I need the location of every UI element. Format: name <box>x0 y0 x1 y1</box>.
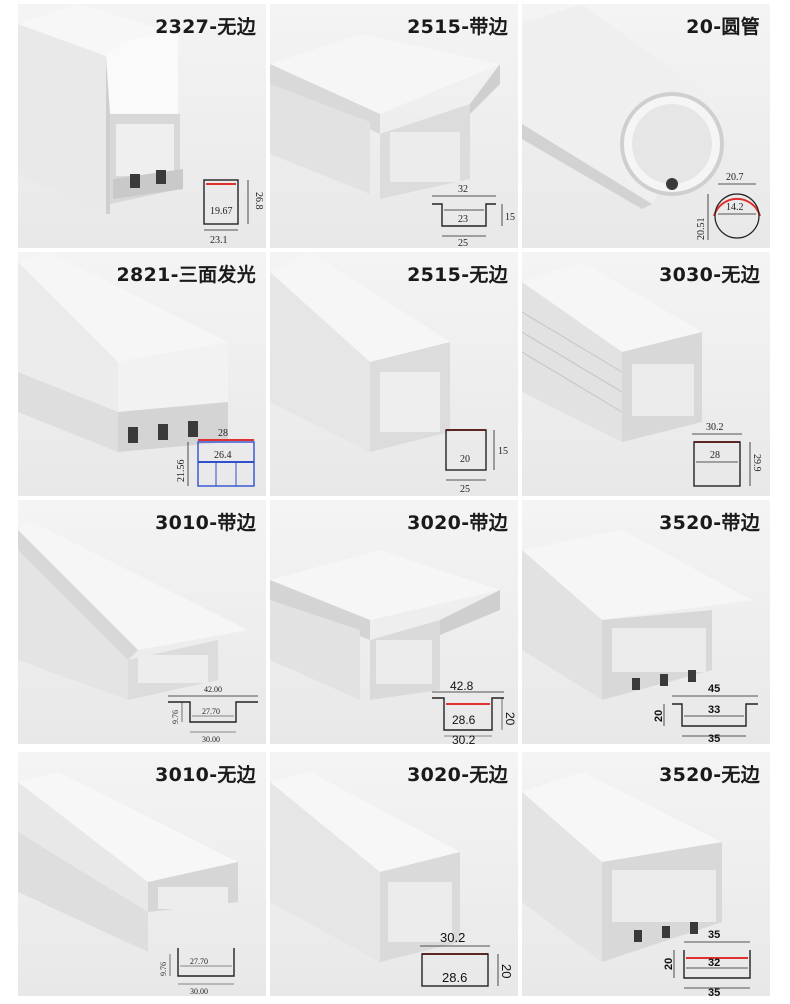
dim-height: 9.76 <box>171 710 180 724</box>
profile-render <box>270 772 460 962</box>
dim-outer-width: 30.00 <box>202 735 220 744</box>
dim-outer-width: 20.7 <box>726 172 744 183</box>
product-title: 2515-无边 <box>407 264 508 286</box>
dim-inner-width: 33 <box>708 704 720 716</box>
product-card-2821-three-sided[interactable]: 28 26.4 21.56 2821-三面发光 <box>18 252 266 496</box>
cross-section-diagram: 42.00 9.76 27.70 30.00 <box>168 685 258 744</box>
profile-render <box>522 4 724 209</box>
dim-height: 9.76 <box>159 962 168 976</box>
product-card-3020-with-edge[interactable]: 42.8 28.6 20 30.2 3020-带边 <box>270 500 518 744</box>
dim-height: 20 <box>653 710 665 722</box>
profile-render <box>522 262 702 442</box>
product-title: 3020-带边 <box>407 512 508 534</box>
product-card-2327-no-edge[interactable]: 19.67 26.8 23.1 2327-无边 <box>18 4 266 248</box>
dim-outer-width: 28 <box>218 428 228 439</box>
dim-inner-width: 28 <box>710 450 720 461</box>
product-card-3520-with-edge[interactable]: 45 20 33 35 3520-带边 <box>522 500 770 744</box>
cross-section-diagram: 20.7 14.2 20.51 <box>696 172 761 241</box>
dim-height: 20 <box>499 964 514 978</box>
dim-height: 20 <box>663 958 675 970</box>
dim-inner-width: 27.70 <box>190 957 208 966</box>
cross-section-diagram: 35 20 32 35 <box>663 929 751 996</box>
dim-height: 20.51 <box>696 218 707 241</box>
dim-height: 15 <box>498 446 508 457</box>
dim-height: 20 <box>503 712 517 726</box>
product-title: 2821-三面发光 <box>116 264 256 286</box>
dim-inner-width: 14.2 <box>726 202 744 213</box>
dim-outer-width-top: 35 <box>708 929 720 941</box>
dim-outer-width: 35 <box>708 987 720 996</box>
dim-inner-width: 26.4 <box>214 450 232 461</box>
product-title: 2327-无边 <box>155 16 256 38</box>
dim-outer-width: 25 <box>458 238 468 248</box>
product-title: 3030-无边 <box>659 264 760 286</box>
dim-height: 15 <box>505 212 515 223</box>
dim-inner-width: 23 <box>458 214 468 225</box>
dim-inner-width: 19.67 <box>210 206 233 217</box>
profile-render <box>522 772 722 962</box>
dim-inner-width: 28.6 <box>452 713 476 727</box>
dim-inner-width: 20 <box>460 454 470 465</box>
dim-inner-width: 28.6 <box>442 970 467 985</box>
dim-outer-width: 30.2 <box>706 422 724 433</box>
dim-flange-width: 32 <box>458 184 468 195</box>
product-title: 3020-无边 <box>407 764 508 786</box>
dim-outer-width: 30.2 <box>452 733 476 744</box>
product-card-2515-no-edge[interactable]: 20 15 25 2515-无边 <box>270 252 518 496</box>
product-title: 2515-带边 <box>407 16 508 38</box>
product-title: 3520-带边 <box>659 512 760 534</box>
cross-section-diagram: 9.76 27.70 30.00 <box>159 948 235 996</box>
dim-height: 29.9 <box>751 454 762 472</box>
profile-render <box>270 252 450 452</box>
profile-render <box>18 4 183 214</box>
cross-section-diagram: 30.2 28 29.9 <box>692 422 762 487</box>
profile-render <box>522 530 752 700</box>
dim-outer-width: 35 <box>708 733 720 744</box>
dim-height: 26.8 <box>253 192 264 210</box>
dim-flange-width: 42.00 <box>204 685 222 694</box>
dim-height: 21.56 <box>176 460 187 483</box>
product-card-3010-no-edge[interactable]: 9.76 27.70 30.00 3010-无边 <box>18 752 266 996</box>
product-title: 3520-无边 <box>659 764 760 786</box>
profile-render <box>270 34 500 199</box>
profile-render <box>270 550 500 700</box>
profile-render <box>18 520 248 700</box>
dim-outer-width: 25 <box>460 484 470 495</box>
product-card-2515-with-edge[interactable]: 32 23 15 25 2515-带边 <box>270 4 518 248</box>
cross-section-diagram: 42.8 28.6 20 30.2 <box>432 679 517 744</box>
product-card-3520-no-edge[interactable]: 35 20 32 35 3520-无边 <box>522 752 770 996</box>
dim-outer-width: 30.2 <box>440 930 465 945</box>
profile-render <box>18 252 228 452</box>
cross-section-diagram: 28 26.4 21.56 <box>176 428 255 487</box>
cross-section-diagram: 20 15 25 <box>445 429 508 495</box>
cross-section-diagram: 30.2 28.6 20 <box>420 930 514 987</box>
dim-inner-width: 27.70 <box>202 707 220 716</box>
product-title: 20-圆管 <box>686 16 760 38</box>
dim-outer-width: 23.1 <box>210 235 228 246</box>
product-title: 3010-无边 <box>155 764 256 786</box>
profile-render <box>18 772 238 952</box>
cross-section-diagram: 19.67 26.8 23.1 <box>203 179 264 246</box>
product-card-20-round-tube[interactable]: 20.7 14.2 20.51 20-圆管 <box>522 4 770 248</box>
cross-section-diagram: 45 20 33 35 <box>653 683 758 744</box>
dim-inner-width: 32 <box>708 957 720 969</box>
dim-outer-width: 30.00 <box>190 987 208 996</box>
product-card-3020-no-edge[interactable]: 30.2 28.6 20 3020-无边 <box>270 752 518 996</box>
product-card-3010-with-edge[interactable]: 42.00 9.76 27.70 30.00 3010-带边 <box>18 500 266 744</box>
dim-flange-width: 42.8 <box>450 679 474 693</box>
product-title: 3010-带边 <box>155 512 256 534</box>
dim-flange-width: 45 <box>708 683 720 695</box>
cross-section-diagram: 32 23 15 25 <box>432 184 515 248</box>
product-card-3030-no-edge[interactable]: 30.2 28 29.9 3030-无边 <box>522 252 770 496</box>
